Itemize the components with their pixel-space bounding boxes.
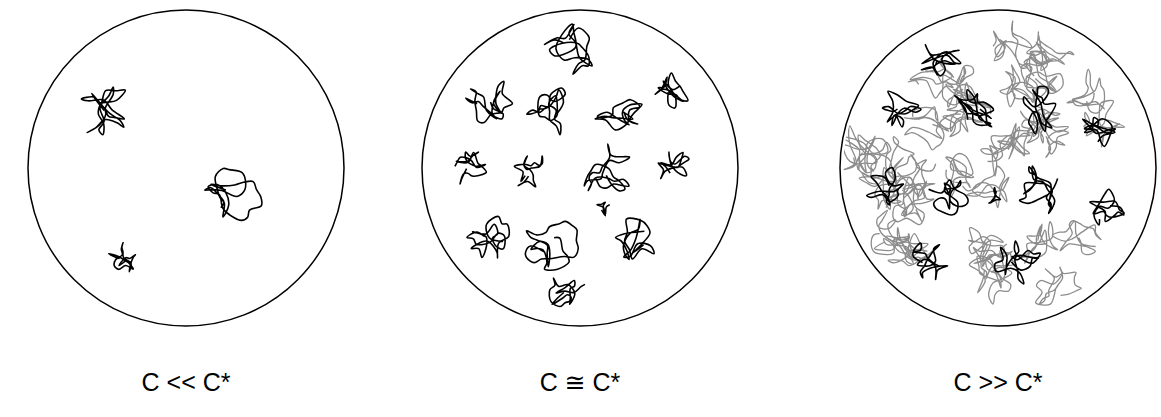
polymer-chain bbox=[597, 202, 610, 216]
concentration-label: C >> C* bbox=[954, 368, 1043, 397]
polymer-chain bbox=[466, 81, 513, 122]
background-chain bbox=[1027, 114, 1068, 157]
background-chain bbox=[969, 256, 1011, 304]
polymer-chain bbox=[929, 180, 969, 215]
polymer-chain bbox=[989, 187, 1001, 203]
polymer-chain bbox=[205, 168, 262, 220]
background-chain bbox=[904, 107, 948, 150]
polymer-chain bbox=[467, 216, 509, 257]
polymer-coils bbox=[841, 21, 1125, 305]
polymer-coils bbox=[455, 24, 689, 306]
circle-border bbox=[840, 10, 1156, 326]
polymer-chain bbox=[658, 152, 689, 179]
solution-circle: C ≅ C* bbox=[415, 0, 745, 417]
concentration-label: C ≅ C* bbox=[540, 368, 621, 397]
solution-circle: C >> C* bbox=[833, 0, 1161, 417]
polymer-coils bbox=[81, 87, 262, 272]
polymer-chain bbox=[544, 24, 592, 74]
polymer-chain bbox=[514, 156, 542, 187]
polymer-chain bbox=[655, 73, 688, 108]
background-chain bbox=[1067, 69, 1105, 113]
polymer-chain bbox=[109, 243, 136, 272]
background-chain bbox=[841, 126, 888, 173]
background-chain bbox=[1036, 267, 1082, 305]
polymer-chain bbox=[995, 241, 1041, 284]
polymer-chain bbox=[1019, 166, 1057, 213]
background-chain bbox=[981, 133, 1030, 176]
polymer-chain bbox=[882, 91, 921, 127]
polymer-chain bbox=[1083, 118, 1116, 147]
background-chain bbox=[993, 21, 1031, 68]
polymer-chain bbox=[615, 218, 654, 259]
circle-border bbox=[28, 10, 344, 326]
polymer-chain bbox=[525, 221, 578, 270]
polymer-chain bbox=[1090, 189, 1124, 225]
background-chain bbox=[1052, 221, 1101, 255]
polymer-chain bbox=[1023, 86, 1055, 133]
polymer-chain bbox=[955, 90, 994, 127]
circle-outline bbox=[833, 0, 1161, 340]
polymer-chain bbox=[922, 45, 961, 76]
circle-border bbox=[422, 10, 738, 326]
background-chain bbox=[1021, 57, 1063, 100]
polymer-chain bbox=[867, 167, 904, 205]
polymer-chain bbox=[455, 152, 486, 184]
polymer-chain bbox=[584, 144, 629, 191]
concentration-label: C << C* bbox=[142, 368, 231, 397]
solution-circle: C << C* bbox=[21, 0, 351, 417]
background-chain bbox=[898, 155, 936, 199]
polymer-chain bbox=[527, 88, 565, 135]
background-chain bbox=[871, 210, 910, 254]
polymer-chain bbox=[595, 100, 642, 130]
polymer-chain bbox=[81, 87, 125, 135]
circle-outline bbox=[415, 0, 745, 340]
polymer-chain bbox=[913, 243, 948, 279]
circle-outline bbox=[21, 0, 351, 340]
polymer-chain bbox=[549, 278, 585, 307]
